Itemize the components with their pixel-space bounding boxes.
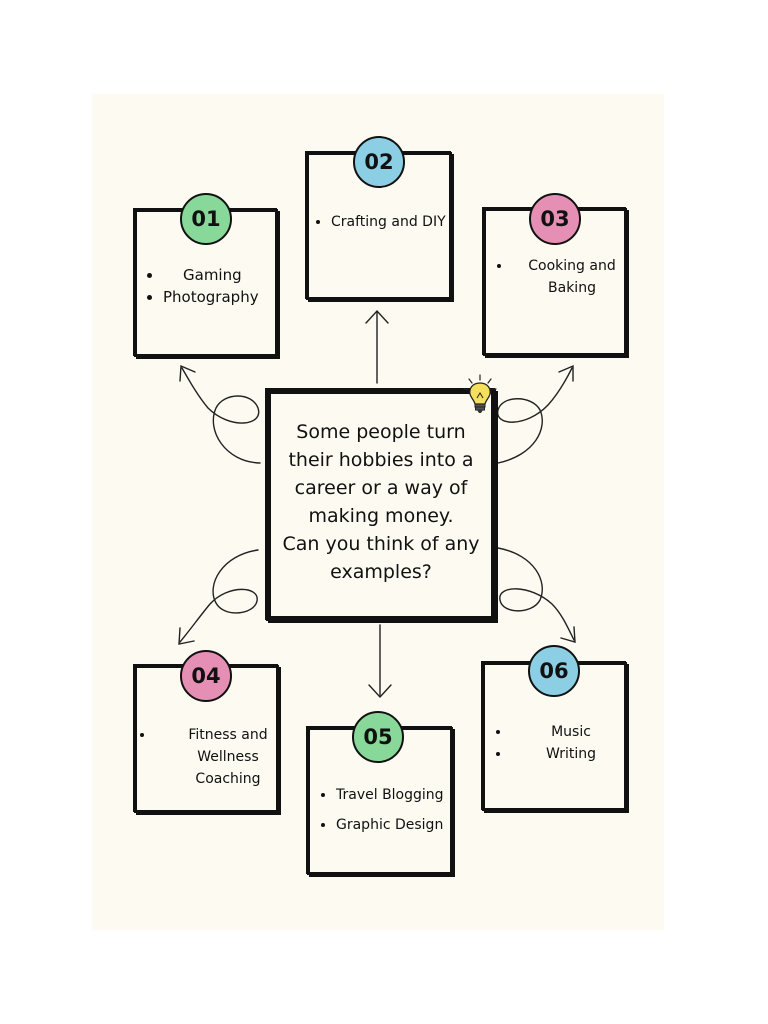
question-box: Some people turn their hobbies into a ca… xyxy=(266,389,496,621)
card-03-list: Cooking and Baking xyxy=(494,255,632,299)
question-text: Some people turn their hobbies into a ca… xyxy=(271,418,491,586)
lightbulb-icon xyxy=(463,374,497,413)
question-line: career or a way of xyxy=(294,477,468,499)
card-04-list: Fitness and Wellness Coaching xyxy=(137,724,283,790)
question-line: their hobbies into a xyxy=(288,449,474,471)
card-05-list: Travel Blogging Graphic Design xyxy=(318,780,466,840)
card-03-number-badge: 03 xyxy=(529,193,581,245)
card-05-number-badge: 05 xyxy=(352,711,404,763)
question-line: Some people turn xyxy=(296,421,466,443)
card-03-item: Cooking and Baking xyxy=(512,255,632,299)
card-05-item: Travel Blogging xyxy=(336,780,466,810)
card-06-number-badge: 06 xyxy=(528,645,580,697)
card-04-item: Fitness and Wellness Coaching xyxy=(155,724,283,790)
question-line: examples? xyxy=(330,561,432,583)
card-01-number-badge: 01 xyxy=(180,193,232,245)
question-line: Can you think of any xyxy=(282,533,480,555)
card-05: Travel Blogging Graphic Design xyxy=(307,727,453,875)
card-06-list: Music Writing xyxy=(493,721,631,765)
card-02-number-badge: 02 xyxy=(353,136,405,188)
card-01-item: Photography xyxy=(163,286,283,308)
card-01-list: Gaming Photography xyxy=(145,264,283,308)
card-05-item: Graphic Design xyxy=(336,810,466,840)
card-02-item: Crafting and DIY xyxy=(331,211,467,233)
card-02-list: Crafting and DIY xyxy=(313,211,467,233)
card-06-item: Writing xyxy=(511,743,631,765)
card-01-item: Gaming xyxy=(163,264,283,286)
question-line: making money. xyxy=(308,505,454,527)
card-04-number-badge: 04 xyxy=(180,650,232,702)
card-06-item: Music xyxy=(511,721,631,743)
